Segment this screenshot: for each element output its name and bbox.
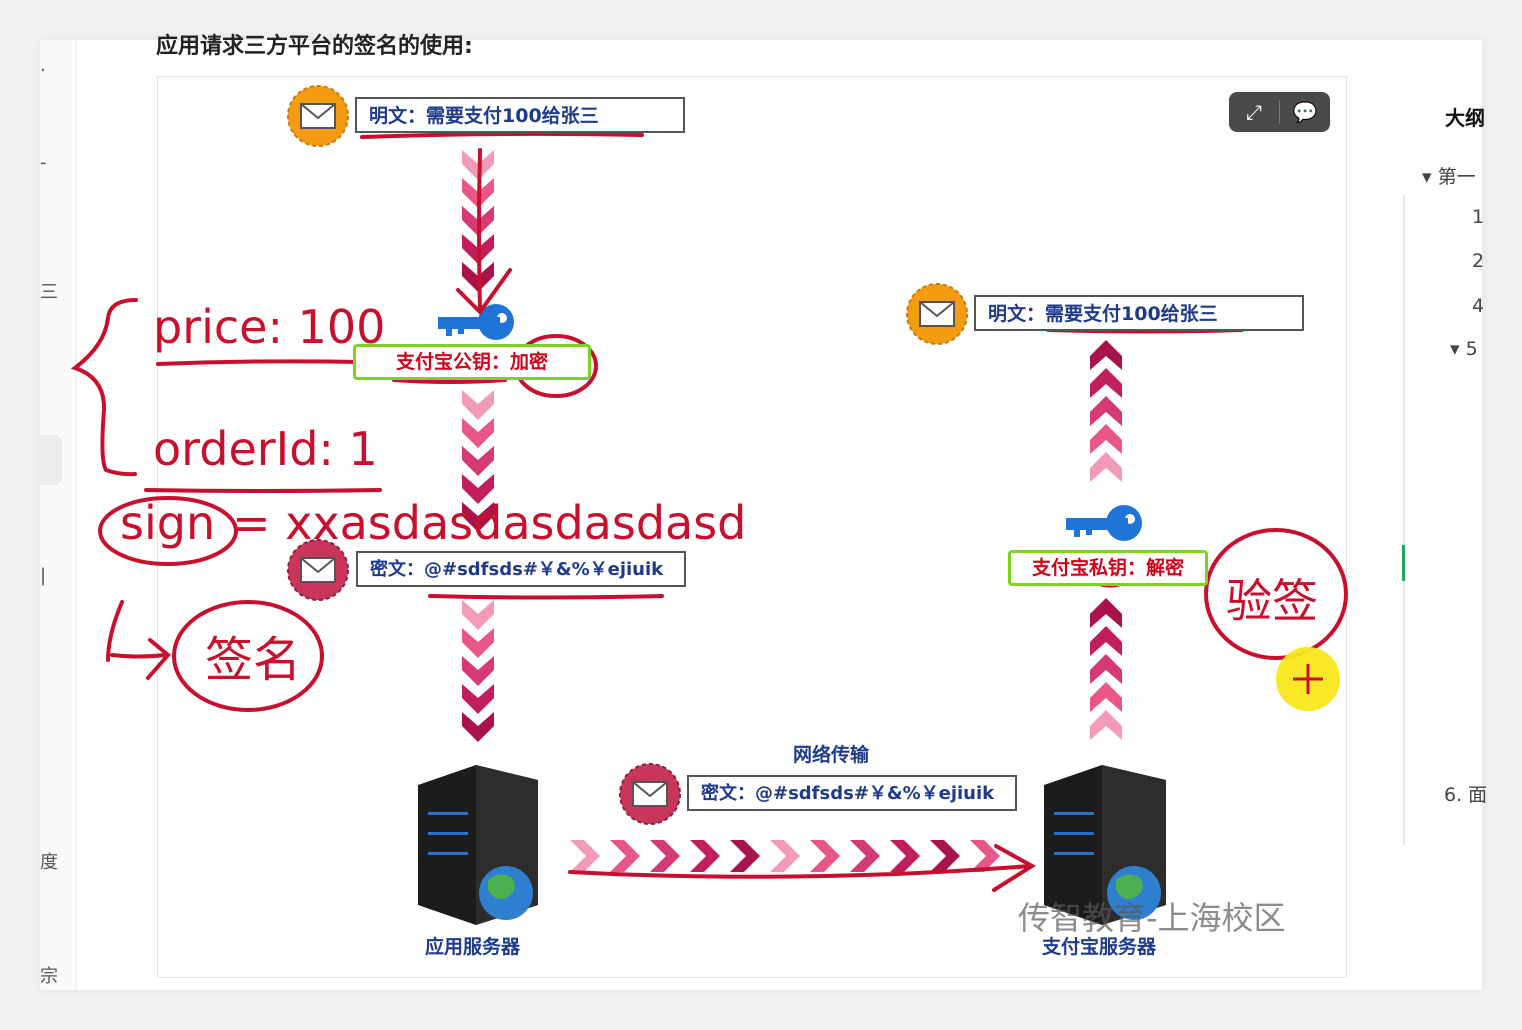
public-key-icon [438,304,514,340]
plaintext-box-right: 明文：需要支付100给张三 [974,295,1304,331]
outline-item-6[interactable]: 6. 面 [1444,784,1488,806]
envelope-icon [287,85,349,147]
comment-icon[interactable]: 💬 [1292,100,1318,124]
expand-icon[interactable]: ⤢ [1246,100,1262,124]
sidebar-dot-icon[interactable]: · [40,60,46,81]
annotation-verify: 验签 [1226,574,1318,628]
sidebar-active-item[interactable] [40,435,62,485]
watermark: 传智教育-上海校区 [1018,899,1286,937]
annotation-order: orderId: 1 [153,422,378,476]
annotation-sign-word: sign [120,496,216,550]
ink-annotations [70,131,1348,892]
outline-item-4[interactable]: 4 [1472,295,1485,317]
envelope-icon-cipher [287,539,349,601]
sidebar-char-icon-2[interactable]: 宗 [40,966,58,987]
ciphertext-box-left: 密文：@#sdfsds#￥&%￥ejiuik [356,551,686,587]
annotation-signature: 签名 [205,632,302,688]
outline-active-marker [1402,545,1405,581]
private-key-icon [1066,505,1142,541]
public-key-box: 支付宝公钥：加密 [353,344,591,380]
document-heading: 应用请求三方平台的签名的使用: [156,34,473,59]
network-label: 网络传输 [793,744,870,766]
server-icon-app [418,765,538,925]
sidebar-menu-icon[interactable]: 三 [40,282,58,303]
sidebar-char-icon[interactable]: 度 [40,852,58,873]
annotation-sign-value: = xxasdasdasdasdasd [232,496,747,550]
outline-panel: 大纲 ▾ 第一 1 2 4 ▾ 5 6. 面 [1400,80,1487,900]
arrow-horizontal [570,840,1000,872]
figure-toolbar: ⤢ 💬 [1229,92,1330,132]
sidebar-bar-icon[interactable]: | [40,565,47,586]
outline-item-5[interactable]: ▾ 5 [1450,338,1478,360]
cursor-indicator [1276,647,1340,711]
outline-item-1[interactable]: ▾ 第一 [1422,166,1476,188]
outline-track [1403,195,1405,845]
arrow-left-bottom [462,600,494,742]
app-server-label: 应用服务器 [425,936,521,958]
envelope-icon-network [619,763,681,825]
outline-title: 大纲 [1445,106,1485,130]
alipay-server-label: 支付宝服务器 [1042,936,1157,958]
plaintext-box-top: 明文：需要支付100给张三 [355,97,685,133]
sidebar-dash-icon[interactable]: - [40,152,47,173]
arrow-right-bottom [1090,598,1122,740]
outline-item-2[interactable]: 1 [1472,206,1485,228]
toolbar-divider [1279,100,1280,124]
server-icon-alipay [1044,765,1166,925]
annotation-price: price: 100 [153,300,386,354]
envelope-icon-right [906,283,968,345]
arrow-right-top [1090,340,1122,482]
outline-item-3[interactable]: 2 [1472,250,1485,272]
app-window: · - 三 | 度 宗 应用请求三方平台的签名的使用: ⤢ 💬 大纲 ▾ 第一 … [40,34,1487,990]
ciphertext-box-middle: 密文：@#sdfsds#￥&%￥ejiuik [687,775,1017,811]
left-sidebar: · - 三 | 度 宗 [40,40,77,990]
private-key-box: 支付宝私钥：解密 [1008,550,1208,586]
